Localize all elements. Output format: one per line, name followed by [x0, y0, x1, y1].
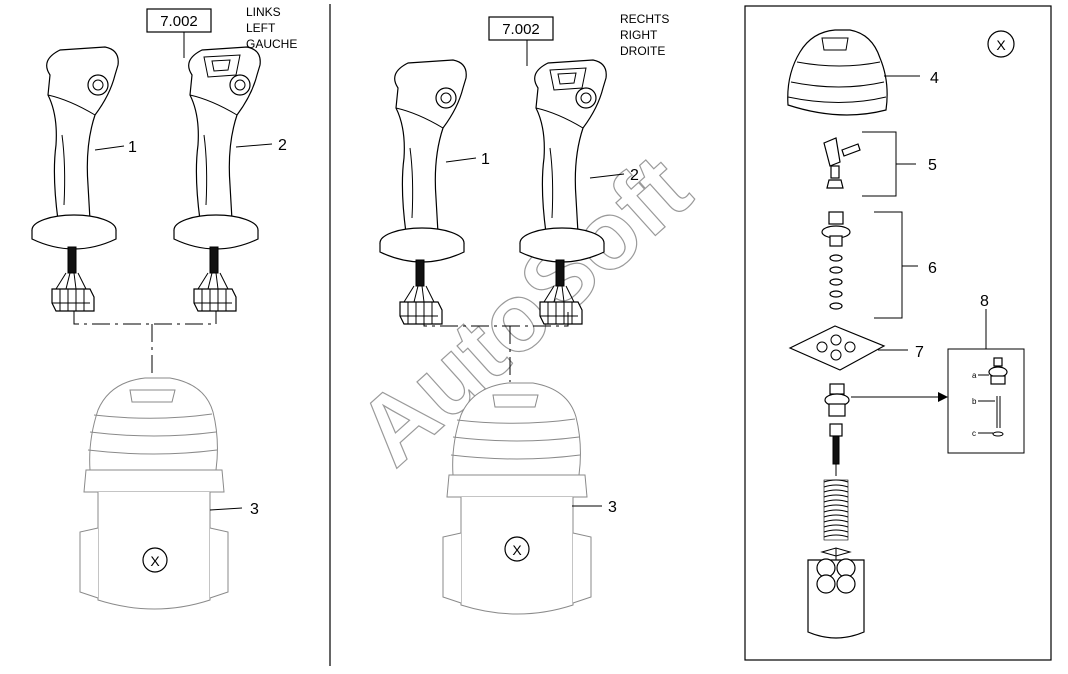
inset-label-a: a	[972, 371, 977, 380]
callout-5: 5	[928, 157, 937, 174]
plunger-guide	[824, 383, 850, 417]
detail-frame	[744, 5, 1052, 661]
detail-marker-label: X	[512, 542, 522, 558]
plunger-stack	[821, 211, 851, 310]
cam-plate	[788, 325, 886, 371]
ref-box	[146, 8, 212, 33]
spring-outline	[823, 479, 849, 541]
ref-box-label: 7.002	[160, 13, 198, 30]
inset-label-c: c	[972, 429, 976, 438]
ref-box-label: 7.002	[502, 21, 540, 38]
side-label-de: RECHTS	[620, 12, 669, 26]
inset-parts	[988, 357, 1008, 437]
detail-marker-label: X	[996, 37, 1006, 53]
middle-panel: 7.002 RECHTS RIGHT DROITE 1 2 3 X	[379, 12, 669, 615]
callout-1: 1	[128, 139, 137, 156]
inset-label-b: b	[972, 397, 977, 406]
callout-3: 3	[250, 501, 259, 518]
side-label-en: RIGHT	[620, 28, 658, 42]
detail-marker-label: X	[150, 553, 160, 569]
side-label-fr: GAUCHE	[246, 37, 297, 51]
spring	[823, 479, 849, 541]
callout-4: 4	[930, 70, 939, 87]
detail-marker	[987, 30, 1015, 58]
joystick-grip	[31, 46, 119, 312]
side-label-en: LEFT	[246, 21, 276, 35]
left-panel: 7.002 LINKS LEFT GAUCHE 1 2 3 X	[31, 5, 297, 610]
callout-2: 2	[278, 137, 287, 154]
detail-marker	[504, 536, 530, 562]
spring-housing	[807, 547, 865, 639]
callout-3: 3	[608, 499, 617, 516]
callout-1: 1	[481, 151, 490, 168]
callout-2: 2	[630, 167, 639, 184]
spring-coil	[823, 479, 849, 538]
gaiter-boot	[787, 29, 888, 116]
joystick-base	[79, 377, 229, 610]
callout-7: 7	[915, 344, 924, 361]
linkage-pin	[823, 137, 861, 189]
joystick-grip-keypad	[174, 47, 260, 311]
detail-marker	[142, 547, 168, 573]
screw	[829, 423, 843, 476]
joystick-grip	[379, 59, 467, 325]
callout-8: 8	[980, 293, 989, 310]
ref-box	[488, 16, 554, 41]
joystick-base	[442, 382, 592, 615]
detail-panel: X 4 5	[787, 29, 1025, 639]
side-label-de: LINKS	[246, 5, 281, 19]
side-label-fr: DROITE	[620, 44, 665, 58]
callout-6: 6	[928, 260, 937, 277]
